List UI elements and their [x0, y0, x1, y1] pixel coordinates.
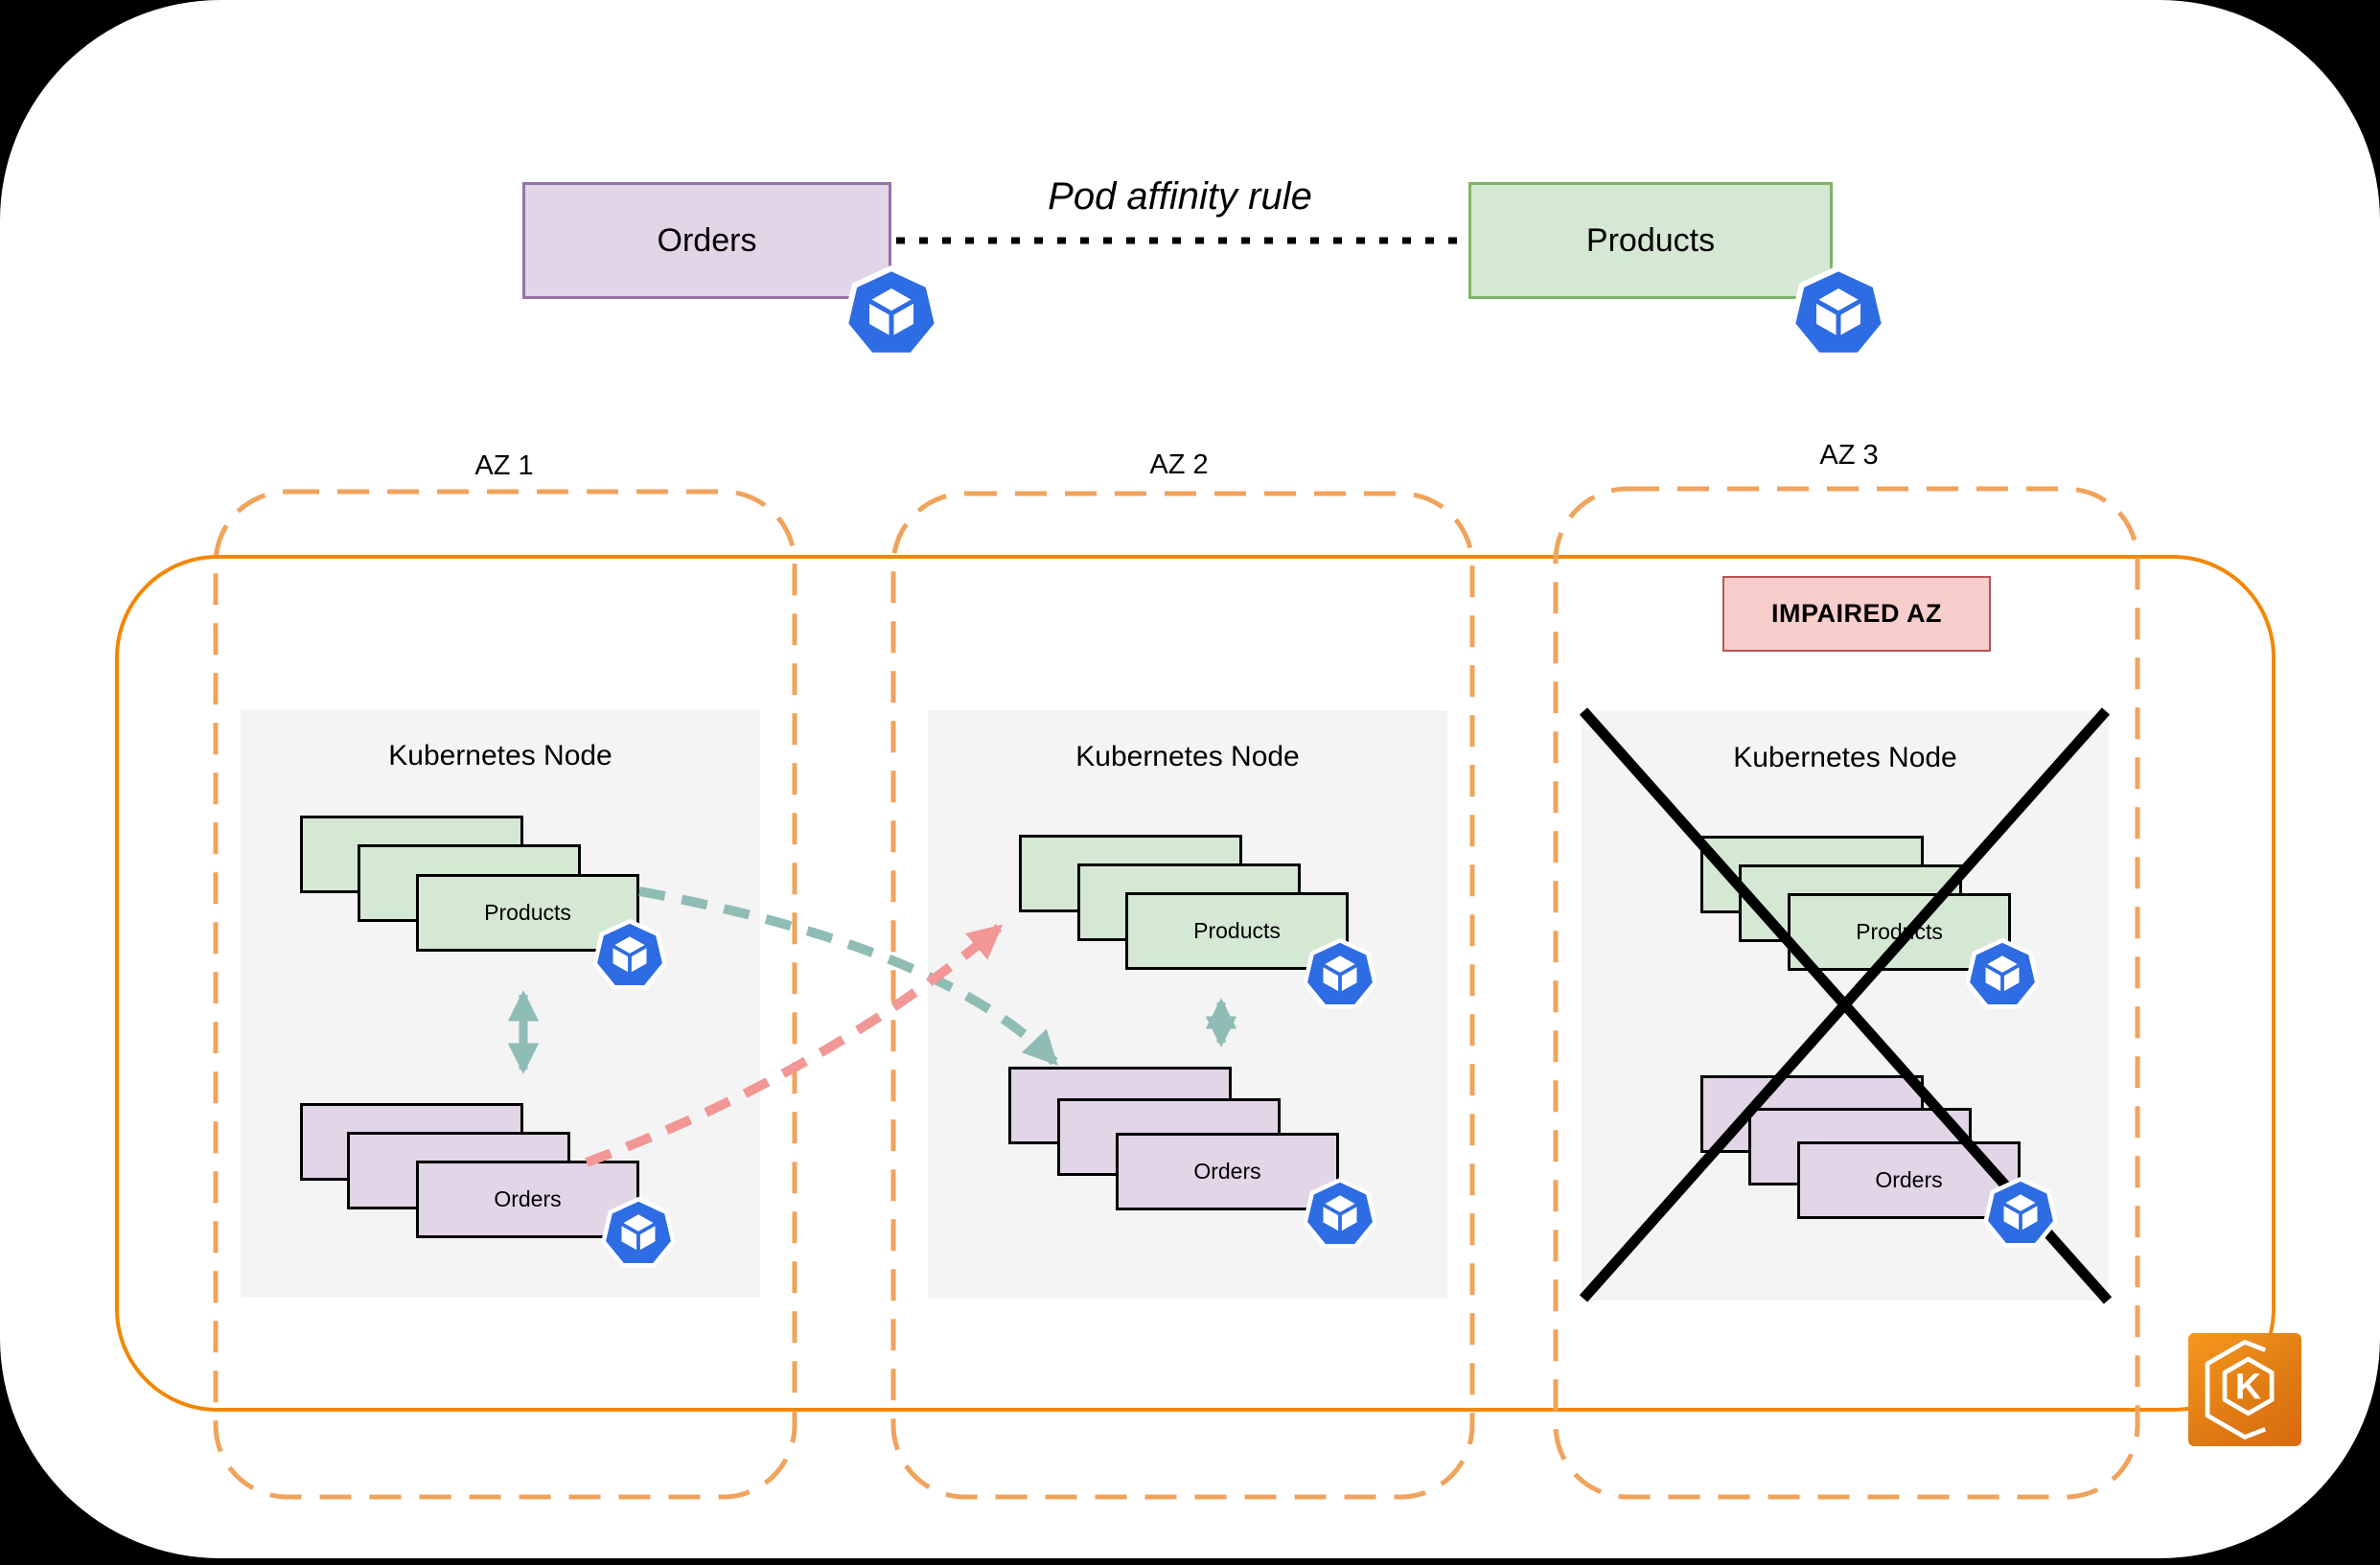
- eks-outer-hex: [2205, 1340, 2267, 1439]
- products-service-pod-icon: [1791, 265, 1886, 361]
- az1-products-pod-icon: [593, 919, 666, 992]
- products-service-label: Products: [1585, 221, 1716, 259]
- az2-node-title: Kubernetes Node: [1075, 741, 1300, 772]
- az1-products-label: Products: [484, 900, 571, 925]
- orders-service-box: Orders: [522, 182, 891, 299]
- az3-products-label: Products: [1856, 919, 1943, 944]
- eks-letter: K: [2235, 1366, 2261, 1406]
- az1-orders-pod-icon: [602, 1197, 675, 1270]
- az2-products-label: Products: [1193, 918, 1281, 943]
- impaired-az-badge: IMPAIRED AZ: [1722, 576, 1991, 652]
- products-service-box: Products: [1468, 182, 1833, 299]
- az1-orders-label: Orders: [494, 1186, 562, 1211]
- az3-orders-label: Orders: [1875, 1167, 1943, 1192]
- az3-label: AZ 3: [1819, 440, 1879, 471]
- amazon-eks-icon: K: [2188, 1333, 2301, 1446]
- az2-orders-pod-icon: [1304, 1178, 1376, 1251]
- az2-orders-label: Orders: [1193, 1159, 1261, 1184]
- az3-products-pod-icon: [1966, 938, 2039, 1011]
- az1-node-title: Kubernetes Node: [388, 740, 612, 771]
- az2-label: AZ 2: [1149, 449, 1209, 480]
- az3-orders-pod-icon: [1984, 1177, 2057, 1250]
- az1-orders-pod-front: Orders: [416, 1161, 639, 1238]
- az2-orders-pod-front: Orders: [1116, 1133, 1339, 1210]
- pod-affinity-rule-label: Pod affinity rule: [1048, 175, 1312, 218]
- az3-node-title: Kubernetes Node: [1733, 742, 1957, 773]
- orders-service-label: Orders: [657, 221, 757, 259]
- az2-products-pod-icon: [1304, 938, 1376, 1011]
- orders-service-pod-icon: [843, 265, 939, 361]
- az1-label: AZ 1: [474, 450, 534, 481]
- eks-inner-hex: [2222, 1356, 2275, 1416]
